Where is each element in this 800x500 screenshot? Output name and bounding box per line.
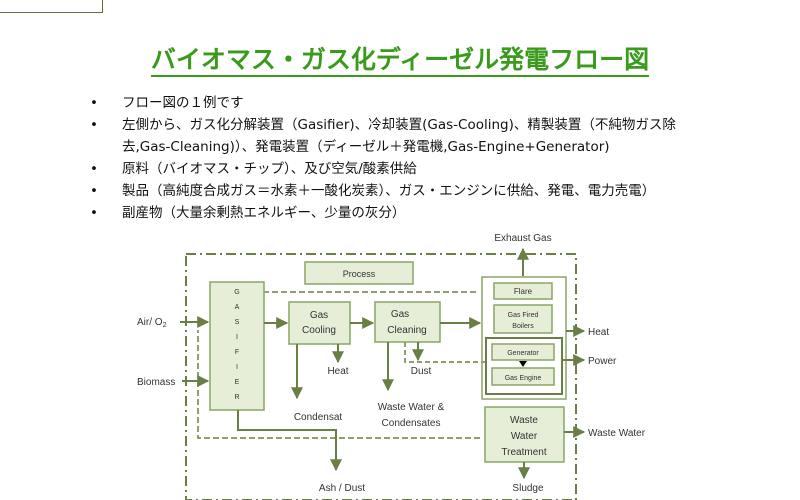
bullet-item: •副産物（大量余剰熱エネルギー、少量の灰分） [90,202,740,224]
process-label: Process [343,269,376,279]
bullet-item: •左側から、ガス化分解装置（Gasifier)、冷却装置(Gas-Cooling… [90,114,740,136]
gas-fired-boilers-label: Gas Fired [508,312,539,319]
condensat-label: Condensat [294,412,343,423]
gasifier-letter: S [235,319,240,326]
gas-cleaning-label: Gas [391,309,409,320]
generator-label: Generator [507,350,539,357]
heat-out-label: Heat [588,327,609,338]
air-o2-label: Air/ O2 [137,317,167,329]
bullet-marker: • [90,205,98,221]
power-block-frame [481,276,567,400]
flare-box [493,282,553,300]
gas-cooling-label: Gas [310,310,328,321]
biomass-label: Biomass [137,377,175,388]
dust-label: Dust [411,366,432,377]
bullet-item: •製品（高純度合成ガス＝水素＋一酸化炭素）、ガス・エンジンに供給、発電、電力売電… [90,180,740,202]
flare-label: Flare [514,287,533,296]
waste-water-condensates-label: Waste Water & [378,402,445,413]
gas-engine-box [491,367,555,386]
generator-box [491,343,555,361]
waste-water-treatment-box [484,406,565,463]
gas-cleaning-box [374,301,441,343]
ash-arrow [237,410,342,472]
gasifier-letter: E [235,379,240,386]
wwt-label: Treatment [501,447,546,458]
engine-to-generator-arrow [519,361,527,367]
gasifier-letter: A [235,304,240,311]
cooling-heat-label: Heat [327,366,348,377]
bullet-list: •フロー図の１例です •左側から、ガス化分解装置（Gasifier)、冷却装置(… [90,92,740,224]
dust-dashed-line [404,342,485,363]
bullet-marker: • [90,183,98,199]
corner-frame [0,0,103,13]
gasifier-letter: I [236,364,238,371]
bullet-marker: • [90,95,98,111]
generator-engine-frame [485,337,563,395]
gas-cooling-box [288,301,351,345]
gas-cooling-label: Cooling [302,325,336,336]
bullet-item-continuation: 去,Gas-Cleaning)）、発電装置（ディーゼル＋発電機,Gas-Engi… [122,139,610,155]
gasifier-letter: G [234,289,239,296]
waste-water-condensates-label: Condensates [382,418,441,429]
bullet-marker: • [90,117,98,133]
gas-cleaning-label: Cleaning [387,325,426,336]
return-dashed-line [197,330,480,439]
gasifier-letter: F [235,349,239,356]
bullet-item: •フロー図の１例です [90,92,740,114]
wwt-label: Waste [510,415,538,426]
gas-fired-boilers-box [493,304,553,334]
gas-engine-label: Gas Engine [505,375,542,382]
ash-dust-label: Ash / Dust [319,483,365,494]
bullet-marker: • [90,161,98,177]
sludge-label: Sludge [512,483,544,494]
waste-water-out-label: Waste Water [588,428,646,439]
process-box [304,261,414,285]
gas-fired-boilers-label: Boilers [512,323,534,330]
gasifier-box [209,281,265,411]
page-title: バイオマス・ガス化ディーゼル発電フロー図 [0,40,800,77]
exhaust-gas-label: Exhaust Gas [494,233,551,244]
wwt-label: Water [511,431,538,442]
gasifier-letter: R [234,394,239,401]
gasifier-letter: I [236,334,238,341]
system-boundary [185,253,577,500]
bullet-item: •原料（バイオマス・チップ）、及び空気/酸素供給 [90,158,740,180]
power-out-label: Power [588,356,617,367]
